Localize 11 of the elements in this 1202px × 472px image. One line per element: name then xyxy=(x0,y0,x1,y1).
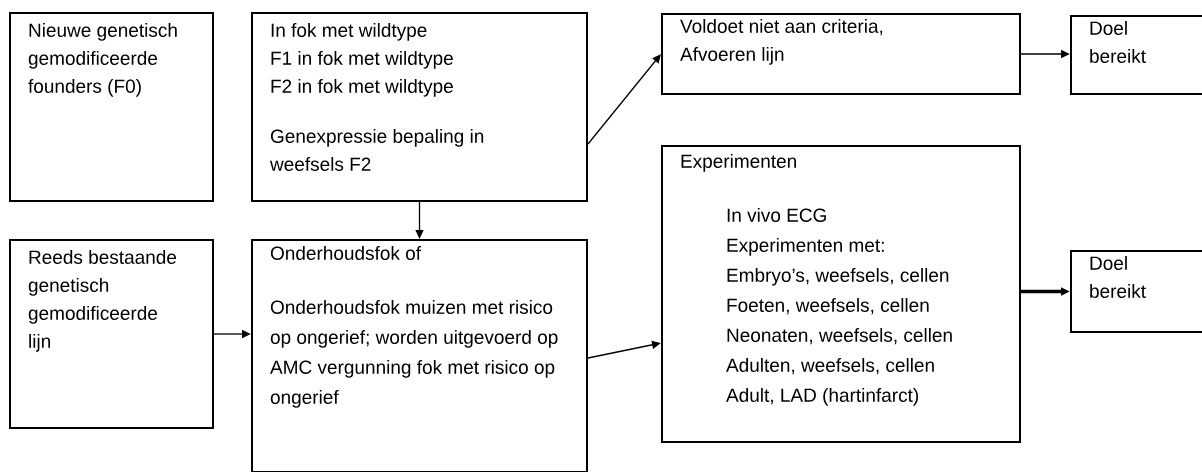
arrow xyxy=(415,201,424,239)
process-box: Voldoet niet aan criteria, Afvoeren lijn xyxy=(661,13,1021,95)
arrow xyxy=(587,54,661,145)
process-box: Onderhoudsfok of Onderhoudsfok muizen met risico op ongerief; worden uitgevoerd op AMC vergunning fok met risico op ongerief xyxy=(251,239,588,472)
process-box: Experimenten In vivo ECG Experimenten met: Embryo’s, weefsels, cellen Foeten, weefsels, cellen Neonaten, weefsels, cellen Adulten, weefsels, cellen Adult, LAD (hartinfarct) xyxy=(661,145,1021,443)
process-box: Nieuwe genetisch gemodificeerde founders (F0) xyxy=(9,12,214,202)
process-box: Doel bereikt xyxy=(1070,250,1202,333)
process-box: Reeds bestaande genetisch gemodificeerde lijn xyxy=(9,239,214,429)
process-box: In fok met wildtype F1 in fok met wildtype F2 in fok met wildtype Genexpressie bepaling in weefsels F2 xyxy=(251,12,588,202)
arrow xyxy=(587,340,661,359)
process-box: Doel bereikt xyxy=(1070,15,1202,95)
